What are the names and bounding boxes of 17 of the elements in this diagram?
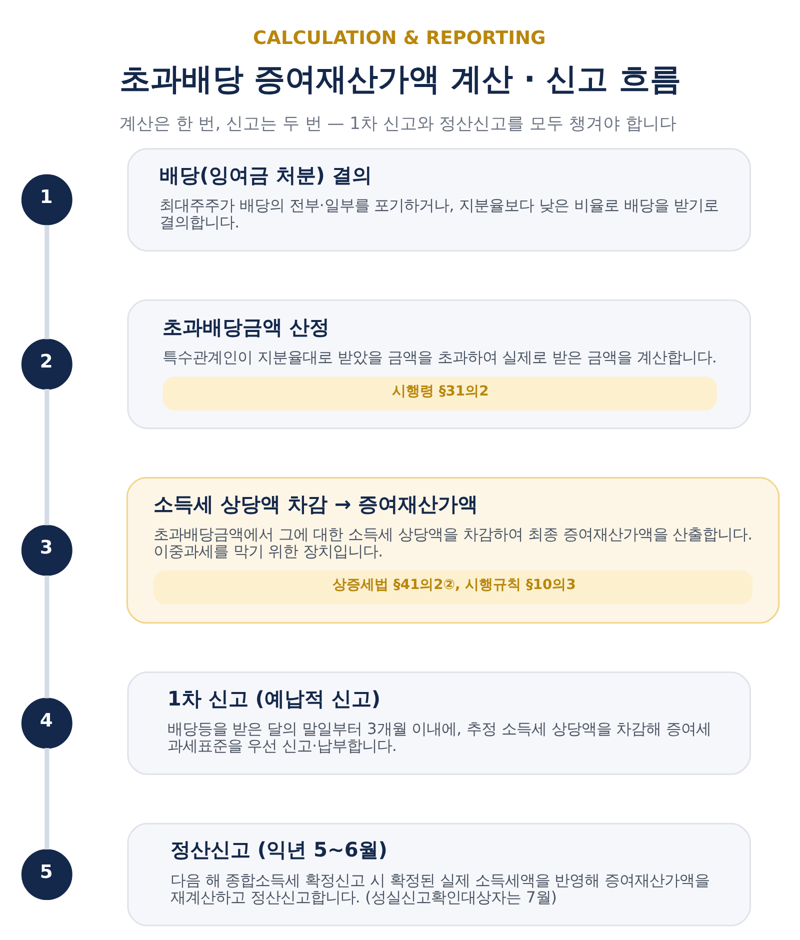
node-circle: 5 bbox=[20, 849, 72, 900]
connector bbox=[44, 575, 49, 698]
node-box: 정산신고 (익년 5~6월) 다음 해 종합소득세 확정신고 시 확정된 실제 소득세액을 반영해 증여재산가액을 재계산하고 정산신고합니다. (성실신고확인대상자는 7월) bbox=[126, 822, 751, 926]
node-circle: 2 bbox=[20, 338, 72, 390]
label: 계산은 한 번, 신고는 두 번 — 1차 신고와 정산신고를 모두 챙겨야 합니다 bbox=[118, 114, 676, 134]
node-circle: 4 bbox=[20, 698, 72, 749]
connector bbox=[44, 388, 49, 526]
node-circle: 3 bbox=[20, 524, 72, 576]
connector bbox=[44, 748, 49, 850]
diagram-title: 초과배당 증여재산가액 계산 · 신고 흐름 bbox=[118, 61, 680, 98]
node-box: 소득세 상당액 차감 → 증여재산가액 초과배당금액에서 그에 대한 소득세 상당액을 차감하여 최종 증여재산가액을 산출합니다. 이중과세를 막기 위한 장치입니다. 상증세법 §41의2②, 시행규칙 §10의3 bbox=[126, 476, 780, 624]
node-box: 배당(잉여금 처분) 결의 최대주주가 배당의 전부·일부를 포기하거나, 지분율보다 낮은 비율로 배당을 받기로 결의합니다. bbox=[126, 148, 751, 252]
node-box: 1차 신고 (예납적 신고) 배당등을 받은 달의 말일부터 3개월 이내에, 추정 소득세 상당액을 차감해 증여세 과세표준을 우선 신고·납부합니다. bbox=[126, 672, 751, 775]
node-box: 초과배당금액 산정 특수관계인이 지분율대로 받았을 금액을 초과하여 실제로 받은 금액을 계산합니다. 시행령 §31의2 bbox=[126, 299, 751, 430]
node-circle: 1 bbox=[20, 174, 72, 226]
connector bbox=[44, 225, 49, 340]
label: CALCULATION & REPORTING bbox=[252, 28, 546, 49]
